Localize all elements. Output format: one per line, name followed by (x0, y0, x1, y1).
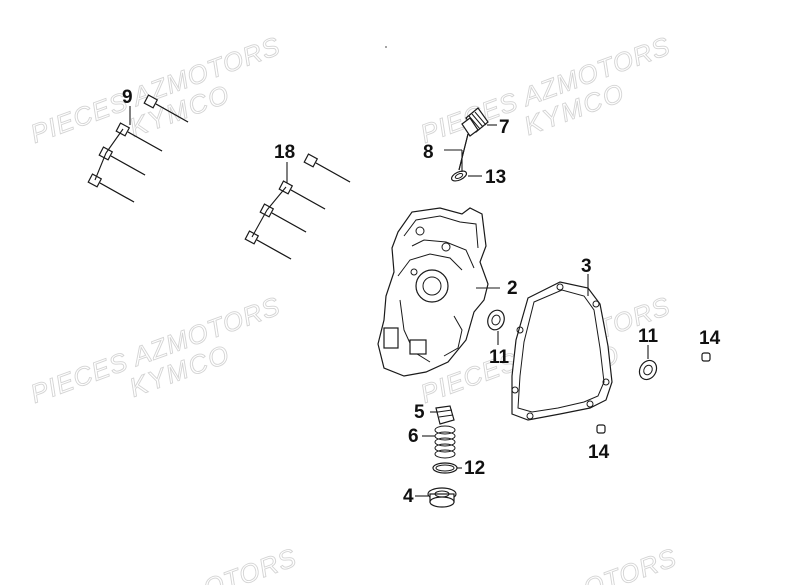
callout-2: 2 (507, 278, 518, 299)
callout-6: 6 (408, 426, 419, 447)
filter-screen-icon (435, 405, 455, 425)
callout-5: 5 (414, 402, 425, 423)
crankcase-cover: 2 (377, 207, 518, 377)
callout-7: 7 (499, 117, 510, 138)
svg-text:OTORS: OTORS (579, 542, 680, 585)
watermark-bottom-left: OTORS (199, 542, 301, 585)
dowel-pin-bottom: 14 (588, 424, 610, 463)
leader-line (251, 162, 288, 238)
callout-9: 9 (122, 87, 133, 108)
callout-8: 8 (423, 142, 434, 163)
svg-text:OTORS: OTORS (199, 542, 300, 585)
callout-4: 4 (403, 486, 414, 507)
spring-icon (434, 425, 456, 459)
dowel-pin-right: 14 (699, 328, 721, 362)
gasket: 3 (511, 256, 613, 421)
bolt-icon (98, 146, 146, 176)
o-ring-icon (450, 170, 468, 182)
bolt-group-18: 18 (244, 142, 351, 260)
o-ring-icon (432, 462, 458, 474)
watermark-top-right: PIECES AZMOTORS KYMCO (416, 30, 675, 149)
oil-seal-right: 11 (638, 326, 659, 381)
bolt-icon (244, 230, 292, 260)
callout-14-bottom: 14 (588, 442, 610, 463)
leader-line (94, 106, 131, 181)
drain-plug-icon (427, 487, 457, 508)
watermark-top-left: PIECES AZMOTORS KYMCO (26, 30, 285, 149)
bolt-icon (303, 153, 351, 183)
bolt-group-9: 9 (87, 87, 189, 203)
callout-11-right: 11 (638, 326, 659, 347)
callout-14-right: 14 (699, 328, 721, 349)
dipstick-cap-icon (461, 107, 489, 137)
dipstick-group: 7 8 13 (423, 107, 510, 188)
oil-seal-left: 11 (487, 309, 510, 368)
oil-filter-stack: 5 6 12 4 (403, 402, 485, 508)
callout-3: 3 (581, 256, 592, 277)
bolt-icon (87, 173, 135, 203)
stray-dot (385, 46, 387, 48)
watermark-middle-left: PIECES AZMOTORS KYMCO (26, 290, 285, 409)
dipstick-rod-icon (458, 133, 469, 171)
callout-11-left: 11 (489, 347, 510, 368)
callout-18: 18 (274, 142, 295, 163)
bolt-icon (259, 203, 307, 233)
bolt-icon (278, 180, 326, 210)
callout-13: 13 (485, 167, 506, 188)
bolt-icon (143, 94, 189, 123)
callout-12: 12 (464, 458, 485, 479)
watermark-bottom-right: OTORS (579, 542, 681, 585)
leader-line (444, 149, 463, 172)
